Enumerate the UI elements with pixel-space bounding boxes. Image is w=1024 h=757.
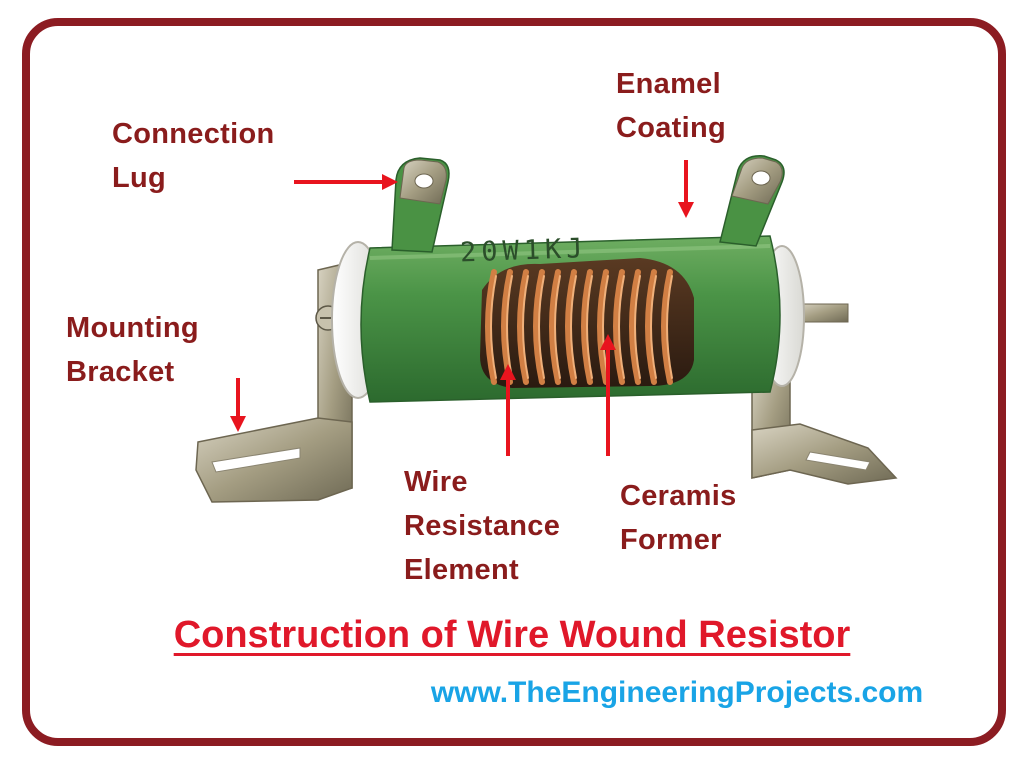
left-mounting-bracket	[195, 261, 353, 503]
connection-lug-arrow	[294, 174, 398, 190]
connection-lug-label: Connection Lug	[112, 112, 275, 200]
wire-resistance-label-line2: Resistance	[404, 510, 561, 542]
enamel-coating-label-line2: Coating	[616, 112, 727, 144]
coil-highlight	[634, 275, 641, 379]
mounting-bracket-arrow	[230, 378, 246, 432]
coil-turn	[549, 269, 561, 385]
coil-highlight	[506, 275, 513, 379]
coil-turn	[613, 269, 625, 385]
ceramis-former-label-line1: Ceramis	[620, 480, 737, 512]
ceramis-former-arrow	[600, 334, 616, 456]
coil-turn	[597, 269, 609, 385]
coil-turn	[661, 269, 673, 385]
website-link[interactable]: www.TheEngineeringProjects.com	[430, 676, 924, 709]
left-connection-lug	[391, 157, 450, 253]
wire-resistance-element-label: Wire Resistance Element	[404, 460, 560, 592]
coil-highlight	[490, 275, 497, 379]
coil-highlight	[666, 275, 673, 379]
coil-highlight	[522, 275, 529, 379]
coil-turn	[581, 269, 593, 385]
connection-lug-label-line2: Lug	[112, 162, 167, 194]
mounting-bracket-label-line1: Mounting	[66, 312, 199, 344]
wire-resistance-arrow	[500, 364, 516, 456]
wire-resistance-label-line1: Wire	[404, 466, 468, 498]
coil-turn	[517, 269, 529, 385]
ceramis-former-label-line2: Former	[620, 524, 722, 556]
coil-turn	[533, 269, 545, 385]
coil-turn	[485, 269, 497, 385]
coil-turn	[629, 269, 641, 385]
right-connection-lug	[719, 155, 785, 247]
coil-highlight	[650, 275, 657, 379]
coil-turn	[645, 269, 657, 385]
coil-highlight	[538, 275, 545, 379]
ceramis-former-label: Ceramis Former	[620, 474, 737, 562]
diagram-title: Construction of Wire Wound Resistor	[173, 614, 851, 656]
coil-turn	[565, 269, 577, 385]
enamel-coating-arrow	[678, 160, 694, 218]
coil-highlight	[570, 275, 577, 379]
connection-lug-label-line1: Connection	[112, 118, 275, 150]
enamel-coating-label-line1: Enamel	[616, 68, 721, 100]
label-arrows	[230, 160, 694, 456]
coil-highlight	[618, 275, 625, 379]
coil-highlight	[554, 275, 561, 379]
coil-highlight	[586, 275, 593, 379]
wire-winding-cutaway	[480, 258, 694, 388]
wire-resistance-label-line3: Element	[404, 554, 519, 586]
mounting-bracket-label: Mounting Bracket	[66, 306, 199, 394]
enamel-coating-label: Enamel Coating	[616, 62, 726, 150]
mounting-bracket-label-line2: Bracket	[66, 356, 175, 388]
